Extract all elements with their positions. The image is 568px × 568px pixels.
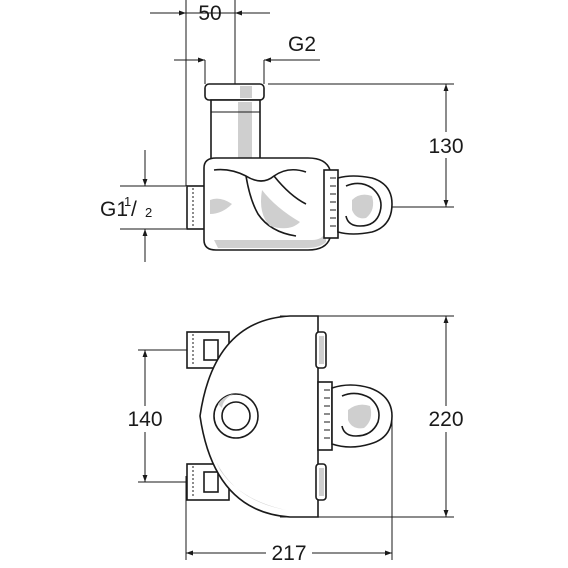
dimension-label-50: 50 — [198, 2, 221, 25]
shading — [238, 102, 252, 158]
handle-grip — [345, 182, 382, 227]
valve-body-front — [199, 315, 319, 518]
dimension-label-bg — [424, 406, 468, 432]
svg-text:/: / — [131, 198, 137, 221]
top-pipe — [210, 99, 261, 161]
body-curve — [245, 175, 297, 237]
temperature-scale-front — [317, 381, 333, 451]
dimension-label-g1-half: G1 1 / 2 — [100, 194, 152, 221]
temperature-scale — [323, 169, 339, 239]
round-outlet-inner — [221, 401, 251, 431]
body-curve — [273, 175, 307, 205]
upper-inlet-inner — [203, 339, 219, 361]
bottom-view: 220 140 217 — [122, 315, 468, 565]
dimension-label-130: 130 — [428, 135, 463, 158]
dimension-label-220: 220 — [428, 408, 463, 431]
dimension-label-bg — [122, 406, 168, 432]
shading — [319, 336, 324, 364]
shading — [210, 198, 232, 214]
top-nut — [204, 83, 265, 101]
handle-grip — [341, 392, 380, 437]
shading — [352, 194, 374, 219]
top-view: 50 G2 130 G1 1 / 2 — [100, 0, 468, 262]
svg-text:1: 1 — [124, 194, 131, 209]
svg-text:G1: G1 — [100, 198, 128, 221]
shading — [319, 468, 324, 496]
shading — [214, 232, 326, 248]
dimension-label-bg — [424, 132, 468, 158]
body-curve — [213, 168, 307, 182]
dimension-label-g2: G2 — [288, 33, 316, 56]
lower-inlet-inner — [203, 471, 219, 493]
shading — [261, 190, 300, 229]
shading — [348, 404, 372, 429]
left-inlet — [186, 185, 206, 230]
dimension-label-bg — [266, 541, 312, 563]
shading — [218, 393, 246, 408]
shading — [240, 86, 252, 98]
scale-ticks — [324, 389, 330, 439]
scale-ticks — [330, 177, 336, 227]
dimension-label-217: 217 — [271, 542, 306, 565]
dimension-label-140: 140 — [127, 408, 162, 431]
svg-text:2: 2 — [145, 205, 152, 220]
